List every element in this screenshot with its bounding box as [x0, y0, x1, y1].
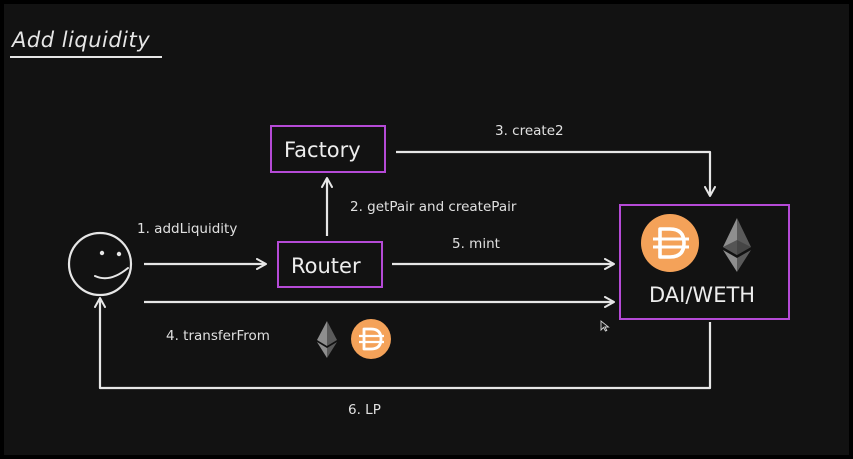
- label-transfer-from: 4. transferFrom: [166, 328, 270, 344]
- pair-label: DAI/WETH: [649, 283, 756, 307]
- cursor-icon: [600, 320, 610, 332]
- eth-icon: [317, 321, 337, 358]
- label-add-liquidity: 1. addLiquidity: [137, 221, 238, 237]
- eth-icon: [723, 218, 751, 272]
- arrow-create2: [396, 150, 716, 197]
- title-underline: [10, 56, 162, 58]
- factory-node: Factory: [270, 125, 386, 173]
- label-lp: 6. LP: [348, 402, 381, 418]
- diagram-title: Add liquidity: [12, 28, 151, 52]
- router-label: Router: [291, 254, 361, 278]
- pair-node: DAI/WETH: [619, 204, 790, 320]
- label-mint: 5. mint: [452, 236, 500, 252]
- label-get-pair: 2. getPair and createPair: [350, 199, 517, 215]
- router-node: Router: [277, 241, 383, 288]
- label-create2: 3. create2: [495, 123, 564, 139]
- dai-icon: [641, 214, 699, 272]
- dai-icon: [351, 319, 391, 359]
- factory-label: Factory: [284, 138, 361, 162]
- arrow-lp: [94, 297, 712, 390]
